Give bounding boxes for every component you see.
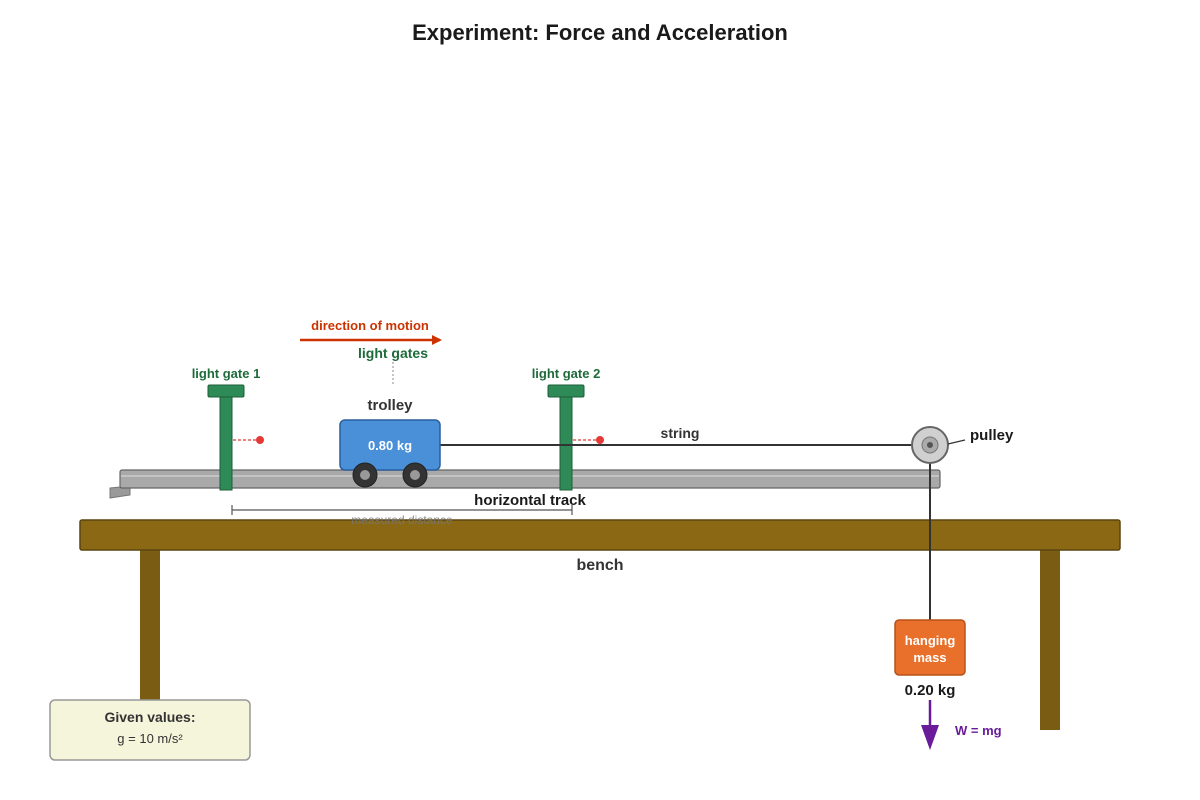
direction-label: direction of motion — [311, 318, 429, 333]
pulley-label: pulley — [970, 427, 1014, 444]
trolley-wheel-right — [402, 462, 428, 488]
light-beam-dot — [596, 436, 604, 444]
given-values-panel — [49, 699, 251, 761]
hanging-mass-value: 0.20 kg — [905, 682, 956, 699]
bench-leg-right — [1040, 548, 1060, 730]
pulley — [911, 426, 949, 464]
given-values-heading: Given values: — [104, 709, 195, 725]
given-g-value: g = 10 m/s² — [117, 731, 183, 746]
weight-arrow — [921, 700, 939, 750]
diagram-title: Experiment: Force and Acceleration — [412, 20, 788, 45]
track-label: horizontal track — [474, 492, 586, 509]
trolley-body — [339, 419, 441, 471]
measured-distance-marker — [231, 505, 573, 515]
pulley-pointer — [947, 439, 966, 445]
bench-leg-left — [140, 548, 160, 708]
trolley-mass-label: 0.80 kg — [368, 438, 412, 453]
measured-distance-label: measured distance — [351, 513, 453, 527]
hanging-mass-label-line2: mass — [913, 650, 946, 665]
light-gate-1 — [207, 384, 264, 491]
light-gate-2-label: light gate 2 — [532, 366, 601, 381]
trolley-wheel-left — [352, 462, 378, 488]
light-gate-1-label: light gate 1 — [192, 366, 261, 381]
light-gates-label: light gates — [358, 345, 428, 361]
hanging-mass-label-line1: hanging — [905, 633, 956, 648]
trolley-label: trolley — [367, 397, 413, 414]
weight-label: W = mg — [955, 723, 1002, 738]
bench-label: bench — [576, 557, 623, 574]
horizontal-track — [119, 469, 941, 489]
bench-top — [79, 519, 1121, 551]
hanging-mass-block — [894, 619, 966, 676]
light-beam-dot — [256, 436, 264, 444]
light-gate-2 — [547, 384, 604, 491]
string-label: string — [661, 425, 700, 441]
